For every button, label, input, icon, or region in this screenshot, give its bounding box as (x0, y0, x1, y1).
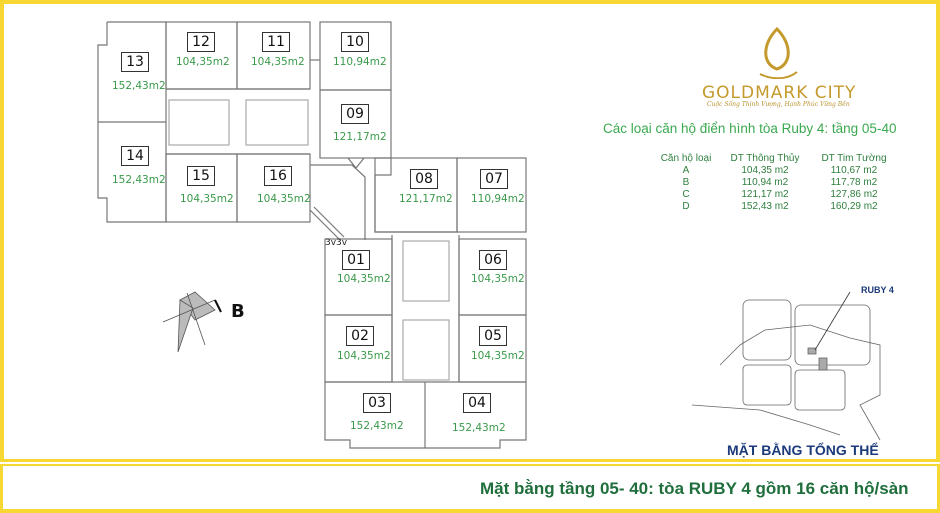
unit-number: 09 (341, 104, 369, 124)
header-gross-area: DT Tim Tường (821, 152, 887, 164)
unit-number: 15 (187, 166, 215, 186)
compass-icon (162, 291, 222, 353)
net-area-cell: 121,17 m2 (741, 188, 789, 200)
header-net-area: DT Thông Thủy (730, 152, 800, 164)
top-frame (0, 0, 940, 462)
site-plan-map (691, 291, 881, 441)
unit-number: 07 (480, 169, 508, 189)
unit-area: 121,17m2 (399, 193, 453, 205)
net-area-cell: 152,43 m2 (741, 200, 789, 212)
type-cell: A (682, 164, 690, 176)
header-type: Căn hộ loại (660, 152, 712, 164)
table-row: C 121,17 m2 127,86 m2 (655, 188, 895, 200)
ruby4-label: RUBY 4 (861, 285, 894, 295)
unit-area: 104,35m2 (180, 193, 234, 205)
unit-area: 104,35m2 (176, 56, 230, 68)
unit-area: 110,94m2 (333, 56, 387, 68)
unit-area: 104,35m2 (257, 193, 311, 205)
goldmark-logo-icon (759, 26, 798, 79)
footer-title: Mặt bằng tầng 05- 40: tòa RUBY 4 gồm 16 … (480, 479, 909, 498)
unit-area: 104,35m2 (337, 350, 391, 362)
gross-area-cell: 160,29 m2 (830, 200, 878, 212)
net-area-cell: 110,94 m2 (741, 176, 789, 188)
unit-number: 03 (363, 393, 391, 413)
type-cell: B (682, 176, 690, 188)
unit-area: 104,35m2 (337, 273, 391, 285)
unit-area: 152,43m2 (350, 420, 404, 432)
net-area-cell: 104,35 m2 (741, 164, 789, 176)
compass-label: B (231, 301, 245, 322)
unit-number: 14 (121, 146, 149, 166)
footer-frame (0, 464, 940, 513)
unit-number: 02 (346, 326, 374, 346)
unit-number: 11 (262, 32, 290, 52)
unit-number: 01 (342, 250, 370, 270)
gross-area-cell: 127,86 m2 (830, 188, 878, 200)
unit-number: 16 (264, 166, 292, 186)
gross-area-cell: 117,78 m2 (830, 176, 878, 188)
site-plan-title: MẶT BẰNG TỔNG THỂ (727, 442, 879, 458)
unit-number: 10 (341, 32, 369, 52)
unit-number: 04 (463, 393, 491, 413)
plan-note: 3v3v (325, 238, 348, 248)
unit-number: 06 (479, 250, 507, 270)
type-cell: D (682, 200, 690, 212)
table-row: B 110,94 m2 117,78 m2 (655, 176, 895, 188)
table-row: D 152,43 m2 160,29 m2 (655, 200, 895, 212)
table-row: A 104,35 m2 110,67 m2 (655, 164, 895, 176)
apartment-types-title: Các loại căn hộ điển hình tòa Ruby 4: tầ… (603, 121, 897, 136)
unit-area: 152,43m2 (112, 80, 166, 92)
apartment-types-table: Căn hộ loại DT Thông Thủy DT Tim Tường A… (655, 152, 895, 212)
unit-area: 152,43m2 (112, 174, 166, 186)
gross-area-cell: 110,67 m2 (830, 164, 878, 176)
unit-area: 104,35m2 (251, 56, 305, 68)
unit-number: 05 (479, 326, 507, 346)
unit-number: 08 (410, 169, 438, 189)
table-header-row: Căn hộ loại DT Thông Thủy DT Tim Tường (655, 152, 895, 164)
type-cell: C (682, 188, 690, 200)
brand-slogan: Cuộc Sống Thịnh Vượng, Hạnh Phúc Vững Bề… (707, 101, 850, 108)
unit-area: 104,35m2 (471, 273, 525, 285)
unit-number: 12 (187, 32, 215, 52)
brand-name: GOLDMARK CITY (702, 83, 857, 103)
unit-area: 152,43m2 (452, 422, 506, 434)
unit-number: 13 (121, 52, 149, 72)
unit-area: 110,94m2 (471, 193, 525, 205)
unit-area: 104,35m2 (471, 350, 525, 362)
unit-area: 121,17m2 (333, 131, 387, 143)
